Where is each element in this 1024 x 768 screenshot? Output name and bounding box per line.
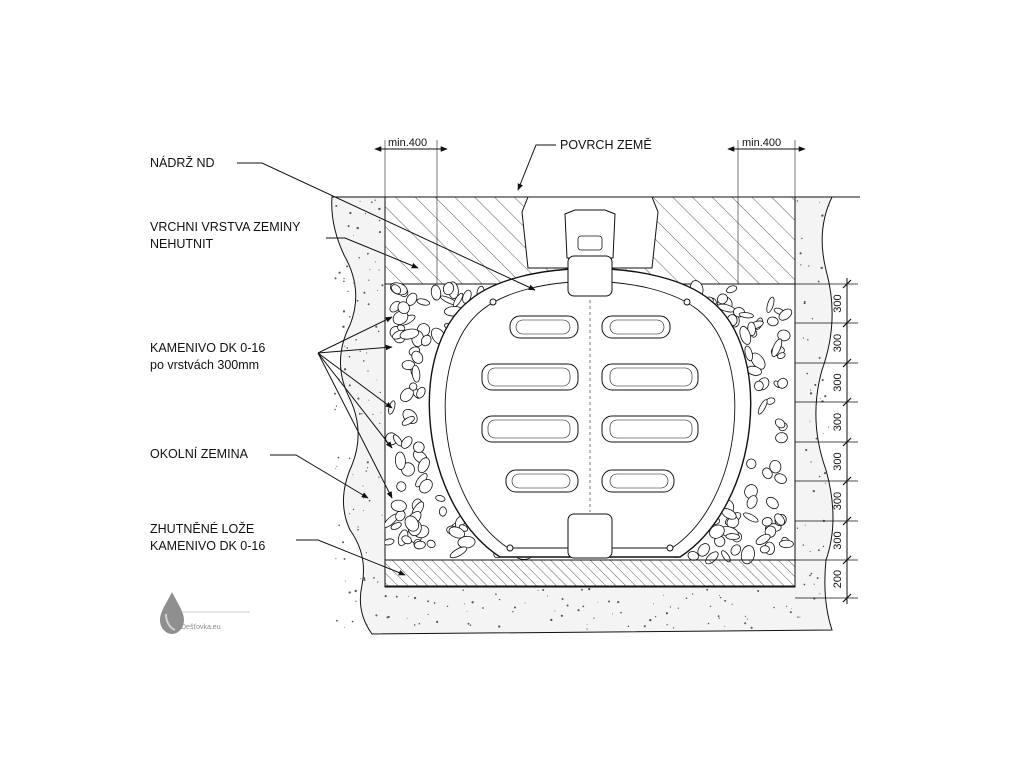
right-clearance-label: min.400 bbox=[742, 137, 781, 149]
label-topsoil-1: VRCHNI VRSTVA ZEMINY bbox=[150, 220, 301, 234]
left-clearance-dimension: min.400 bbox=[374, 137, 448, 284]
left-clearance-label: min.400 bbox=[388, 137, 427, 149]
label-bedding-2: KAMENIVO DK 0-16 bbox=[150, 539, 265, 553]
tank bbox=[428, 196, 752, 559]
layer-dimension-label: 300 bbox=[832, 373, 844, 391]
layer-dimension-label: 300 bbox=[832, 492, 844, 510]
label-tank: NÁDRŽ ND bbox=[150, 155, 215, 170]
label-gravel-1: KAMENIVO DK 0-16 bbox=[150, 341, 265, 355]
layer-dimension-label: 200 bbox=[832, 570, 844, 588]
label-surrounding-soil: OKOLNÍ ZEMINA bbox=[150, 446, 249, 461]
label-topsoil-2: NEHUTNIT bbox=[150, 237, 214, 251]
leader-lines bbox=[237, 144, 556, 576]
compacted-bedding bbox=[384, 559, 796, 587]
watermark-text: Dešťovka.eu bbox=[181, 624, 221, 631]
watermark-logo: Dešťovka.eu bbox=[160, 592, 250, 634]
surrounding-soil bbox=[331, 196, 834, 635]
layer-dimension-label: 300 bbox=[832, 531, 844, 549]
right-clearance-dimension: min.400 bbox=[727, 137, 806, 284]
layer-dimension-label: 300 bbox=[832, 334, 844, 352]
layer-dimension-label: 300 bbox=[832, 413, 844, 431]
layer-dimensions: 300 300 300 300 300 300 300 200 bbox=[795, 278, 858, 604]
label-bedding-1: ZHUTNĚNÉ LOŽE bbox=[150, 521, 254, 536]
layer-dimension-label: 300 bbox=[832, 452, 844, 470]
label-ground-surface: POVRCH ZEMĚ bbox=[560, 137, 652, 152]
layer-dimension-label: 300 bbox=[832, 294, 844, 312]
label-gravel-2: po vrstvách 300mm bbox=[150, 358, 259, 372]
